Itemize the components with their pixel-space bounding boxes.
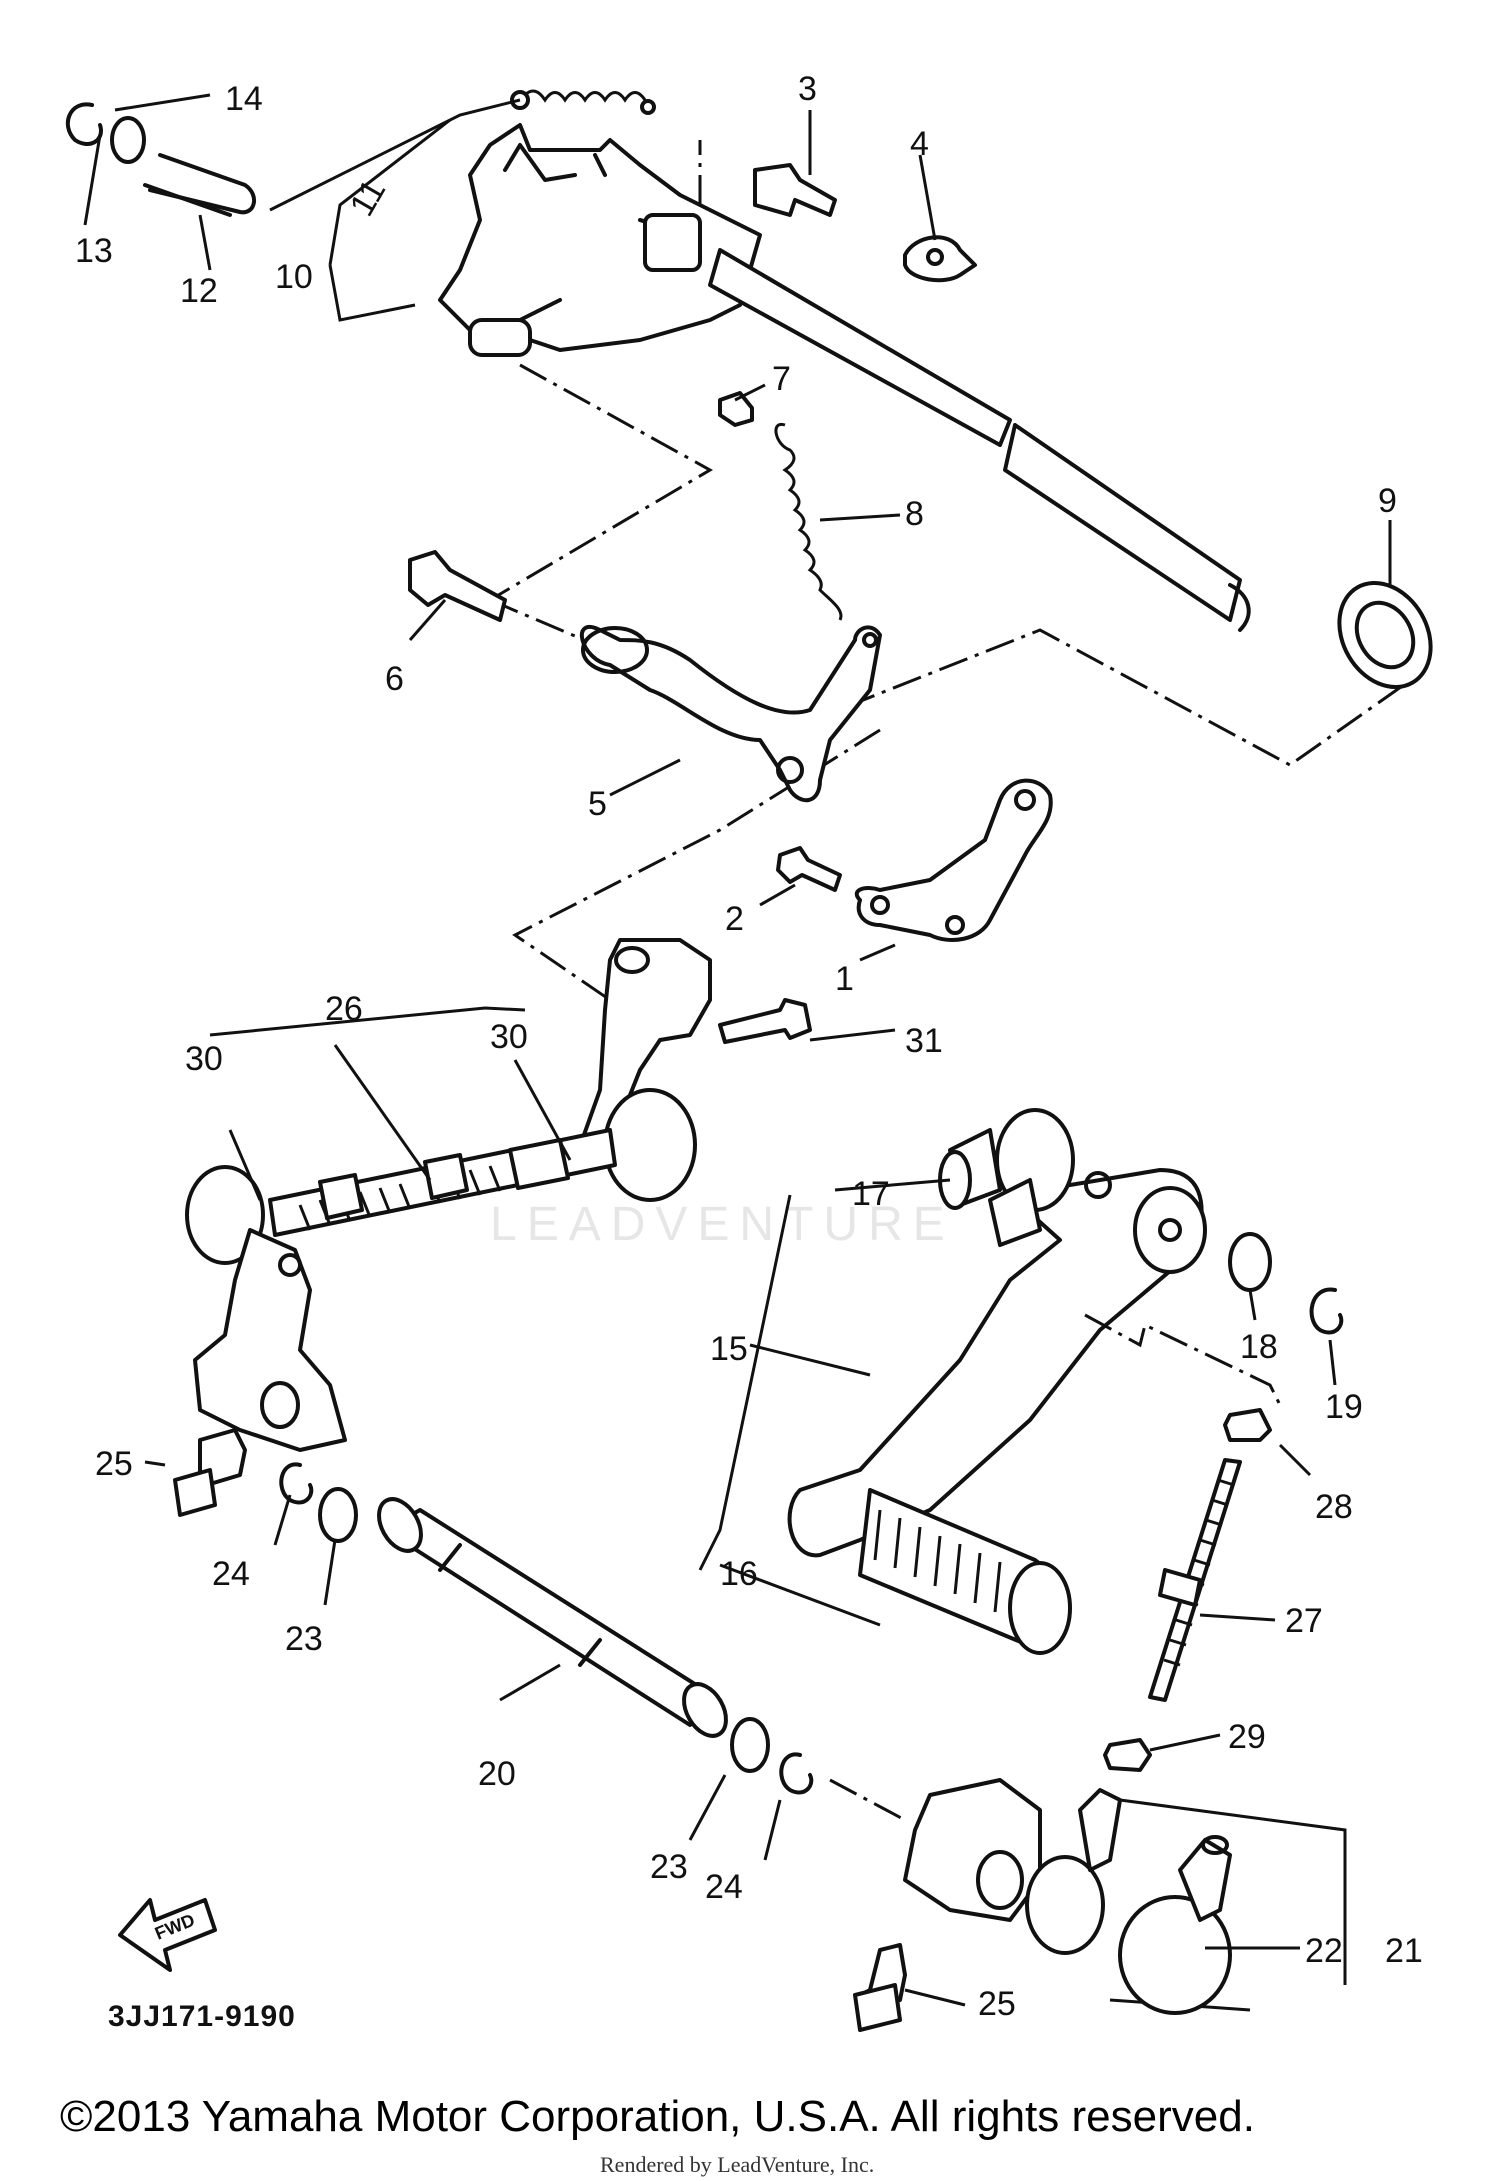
callout-12: 12 — [180, 272, 218, 310]
callout-11: 11 — [343, 173, 394, 223]
washer-part-23-lower — [730, 1717, 770, 1773]
guide-line-arm5 — [512, 728, 881, 1002]
bolt-part-6 — [408, 550, 507, 622]
nut-part-28 — [1223, 1408, 1272, 1442]
guide-line-pedal — [1084, 1313, 1282, 1406]
callout-17: 17 — [852, 1175, 890, 1213]
callout-14: 14 — [225, 80, 263, 118]
washer-part-18 — [1228, 1232, 1272, 1292]
guide-line-bearing — [799, 628, 1426, 767]
callout-24-upper: 24 — [212, 1555, 250, 1593]
lever-arm-lower — [903, 1778, 1042, 1922]
callout-26: 27 — [1285, 1602, 1323, 1640]
callout-20: 20 — [478, 1755, 516, 1793]
circlip-part-19 — [1309, 1287, 1344, 1335]
callout-21: 21 — [1385, 1932, 1423, 1970]
callout-30-right: 30 — [490, 1018, 528, 1056]
rod-end-part-22 — [1118, 1835, 1232, 2015]
callout-25-lower: 25 — [978, 1985, 1016, 2023]
callout-8: 8 — [905, 495, 924, 533]
bolt-part-25-upper — [173, 1428, 247, 1517]
callout-13: 13 — [75, 232, 113, 270]
bolt-part-31 — [718, 998, 812, 1044]
tie-rod-part-29 — [268, 1128, 617, 1237]
oil-seal-part-9 — [1337, 580, 1433, 690]
callout-19: 19 — [1325, 1388, 1363, 1426]
screw-part-2 — [776, 846, 842, 892]
callout-24-lower: 24 — [705, 1868, 743, 1906]
collar-part-4 — [903, 235, 977, 283]
fwd-arrow-icon: FWD — [118, 1898, 217, 1972]
return-spring-part-8 — [774, 422, 843, 621]
rod-end-part-30-left — [185, 1165, 347, 1452]
callout-25-upper: 25 — [95, 1445, 133, 1483]
circlip-part-13 — [65, 102, 103, 146]
callout-22: 22 — [1305, 1932, 1343, 1970]
guide-line-upper — [489, 363, 714, 602]
rod-part-26 — [1148, 1458, 1242, 1702]
foot-rubber-part-16 — [858, 1488, 1072, 1655]
callout-15: 15 — [710, 1330, 748, 1368]
nut-part-27 — [1103, 1738, 1152, 1772]
washer-part-14 — [110, 116, 146, 164]
callout-18: 18 — [1240, 1328, 1278, 1366]
callout-1: 1 — [835, 960, 854, 998]
callout-2: 2 — [725, 900, 744, 938]
callout-3: 3 — [798, 70, 817, 108]
callout-6: 6 — [385, 660, 404, 698]
shift-shaft-assembly-part-10 — [438, 123, 1251, 632]
callout-10: 10 — [275, 258, 313, 296]
circlip-part-24-lower — [779, 1752, 814, 1795]
shaft-part-20 — [377, 1497, 728, 1738]
watermark-text: LEADVENTURE — [490, 1198, 955, 1251]
rendered-by-text: Rendered by LeadVenture, Inc. — [600, 2152, 875, 2177]
callout-23-lower: 23 — [650, 1848, 688, 1886]
bolt-part-25-lower — [853, 1943, 907, 2032]
rod-end-part-21 — [1025, 1788, 1347, 2012]
bolt-part-7 — [718, 391, 754, 427]
callout-28: 28 — [1315, 1488, 1353, 1526]
callout-7: 7 — [772, 360, 791, 398]
copyright-notice: ©2013 Yamaha Motor Corporation, U.S.A. A… — [60, 2092, 1255, 2141]
guide-line-lower — [829, 1778, 906, 1822]
callout-23-upper: 23 — [285, 1620, 323, 1658]
callout-9: 9 — [1378, 482, 1397, 520]
circlip-part-24-upper — [279, 1462, 314, 1505]
callout-16: 16 — [720, 1555, 758, 1593]
callout-4: 4 — [910, 125, 929, 163]
leader-lines — [83, 93, 1392, 2007]
callout-30-left: 30 — [185, 1040, 223, 1078]
callout-5: 5 — [588, 785, 607, 823]
drawing-code: 3JJ171-9190 — [108, 2000, 296, 2033]
callout-31: 31 — [905, 1022, 943, 1060]
linkage-arm-upper — [573, 938, 712, 1202]
callout-27: 29 — [1228, 1718, 1266, 1756]
washer-part-23-upper — [318, 1487, 358, 1543]
pivot-bolt-part-17 — [938, 1128, 1042, 1247]
callout-29: 26 — [325, 990, 363, 1028]
shift-pedal-part-15 — [787, 1108, 1207, 1558]
bolt-part-3 — [753, 163, 837, 217]
stopper-plate-part-1 — [854, 778, 1053, 942]
callout-labels: 14 13 12 11 10 3 4 7 8 9 6 5 2 1 31 26 3… — [75, 70, 1423, 2023]
spring-pin-part-12 — [143, 153, 256, 217]
shift-arm-part-5 — [580, 625, 882, 803]
spring-part-11 — [510, 89, 656, 115]
